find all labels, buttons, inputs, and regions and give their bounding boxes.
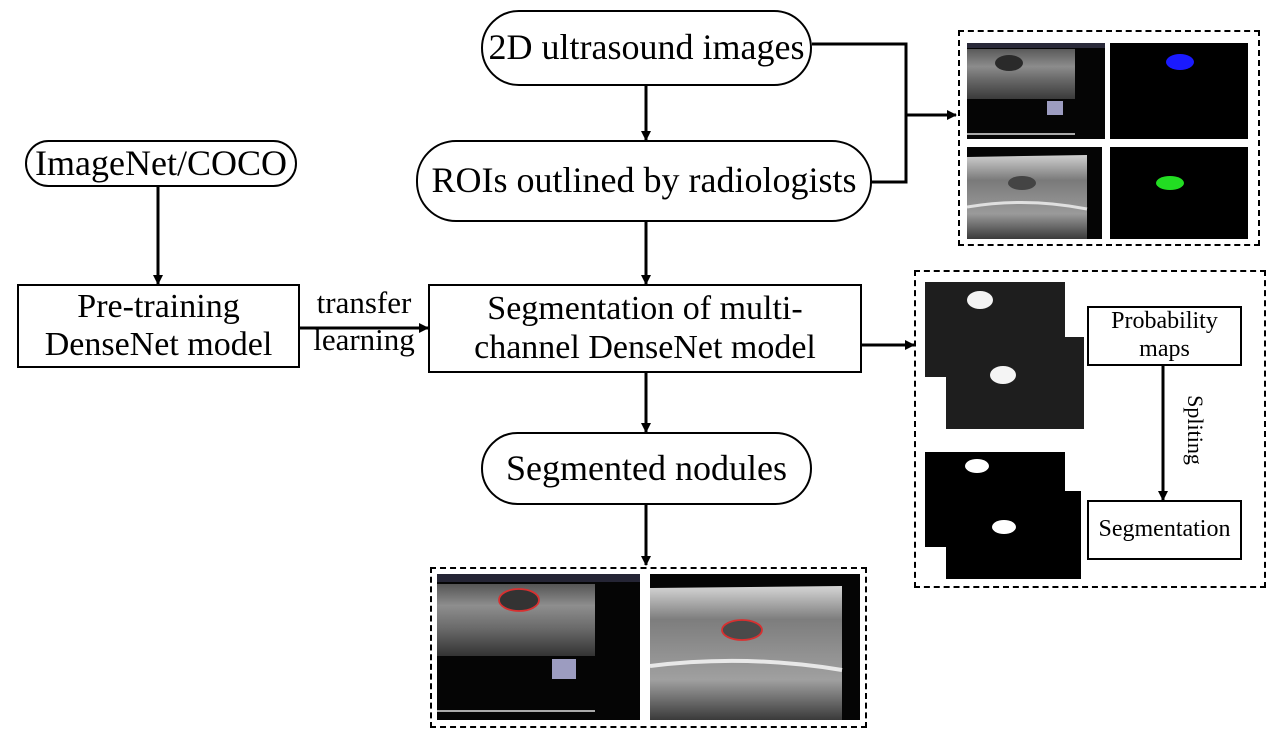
segmented-results-panel: [430, 567, 867, 728]
segmented-nodules-text: Segmented nodules: [506, 447, 787, 488]
probability-maps-line1: Probability: [1111, 308, 1218, 335]
ultrasound-sample-1: [967, 43, 1105, 139]
output-panel: [914, 270, 1266, 588]
segmentation-model-node: Segmentation of multi- channel DenseNet …: [428, 284, 862, 373]
segmentation-box: Segmentation: [1087, 500, 1242, 560]
transfer-label-line1: transfer: [316, 285, 412, 320]
probability-map-2: [946, 337, 1084, 429]
probability-maps-box: Probability maps: [1087, 306, 1242, 366]
ultrasound-sample-2: [967, 147, 1102, 239]
segmentation-model-text-line1: Segmentation of multi-: [487, 290, 803, 328]
imagenet-coco-node: ImageNet/COCO: [25, 140, 297, 187]
ultrasound-images-node: 2D ultrasound images: [481, 10, 812, 86]
segmentation-map-2: [946, 491, 1081, 579]
rois-text: ROIs outlined by radiologists: [431, 160, 857, 201]
imagenet-coco-text: ImageNet/COCO: [35, 142, 287, 183]
result-ultrasound-2: [650, 574, 860, 720]
mask-blue-sample: [1110, 43, 1248, 139]
spliting-label: Spliting: [1183, 395, 1208, 465]
pretraining-text-line2: DenseNet model: [44, 326, 273, 363]
segmentation-box-text: Segmentation: [1098, 516, 1231, 543]
sample-input-panel: [958, 30, 1260, 246]
result-ultrasound-1: [437, 574, 640, 720]
ultrasound-images-text: 2D ultrasound images: [488, 27, 805, 68]
segmentation-model-text-line2: channel DenseNet model: [474, 328, 816, 366]
pretraining-node: Pre-training DenseNet model: [17, 284, 300, 368]
probability-maps-line2: maps: [1139, 336, 1190, 362]
segmented-nodules-node: Segmented nodules: [481, 432, 812, 505]
mask-green-sample: [1110, 147, 1248, 239]
transfer-label-line2: learning: [313, 321, 415, 357]
rois-node: ROIs outlined by radiologists: [416, 140, 872, 222]
transfer-learning-label: transfer learning: [300, 285, 428, 357]
pretraining-text-line1: Pre-training: [77, 287, 240, 325]
connector-inputs-bracket: [812, 42, 908, 184]
